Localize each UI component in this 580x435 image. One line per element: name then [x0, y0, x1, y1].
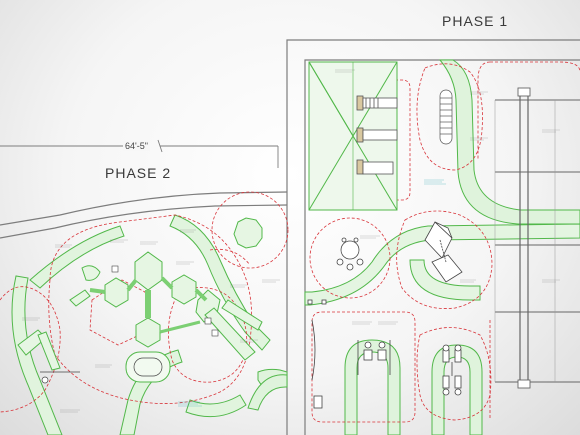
- phase-2-label: PHASE 2: [105, 165, 172, 181]
- site-boundary: [0, 39, 580, 435]
- micro-notes: [22, 69, 560, 413]
- walking-paths: [247, 59, 580, 435]
- phase-1-label: PHASE 1: [442, 13, 509, 29]
- phase-1-equipment: [307, 61, 580, 409]
- phase-2-equipment: [17, 217, 263, 384]
- dimension-label: 64'-5": [123, 141, 150, 151]
